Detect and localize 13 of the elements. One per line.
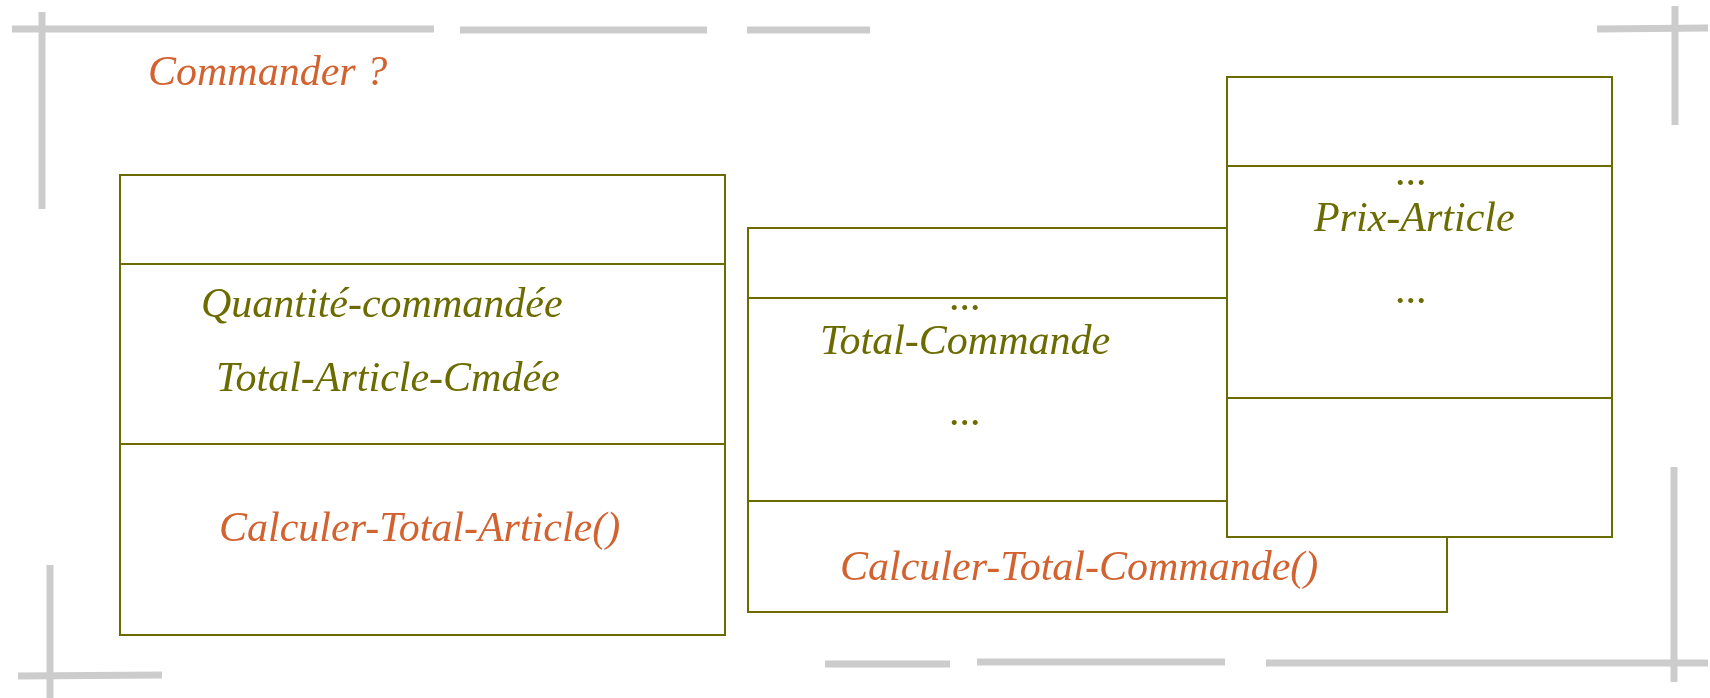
diagram-title: Commander ? bbox=[148, 50, 388, 92]
attribute-text: Total-Article-Cmdée bbox=[216, 356, 560, 398]
class-box bbox=[119, 174, 726, 636]
ellipsis-text: ... bbox=[1396, 150, 1428, 192]
attribute-text: Total-Commande bbox=[820, 319, 1111, 361]
attribute-text: Prix-Article bbox=[1314, 196, 1515, 238]
ellipsis-text: ... bbox=[950, 275, 982, 317]
class-box bbox=[1226, 76, 1613, 538]
attribute-text: Quantité-commandée bbox=[201, 282, 563, 324]
method-text: Calculer-Total-Article() bbox=[219, 506, 621, 548]
method-text: Calculer-Total-Commande() bbox=[840, 545, 1319, 587]
ellipsis-text: ... bbox=[1396, 268, 1428, 310]
ellipsis-text: ... bbox=[950, 390, 982, 432]
